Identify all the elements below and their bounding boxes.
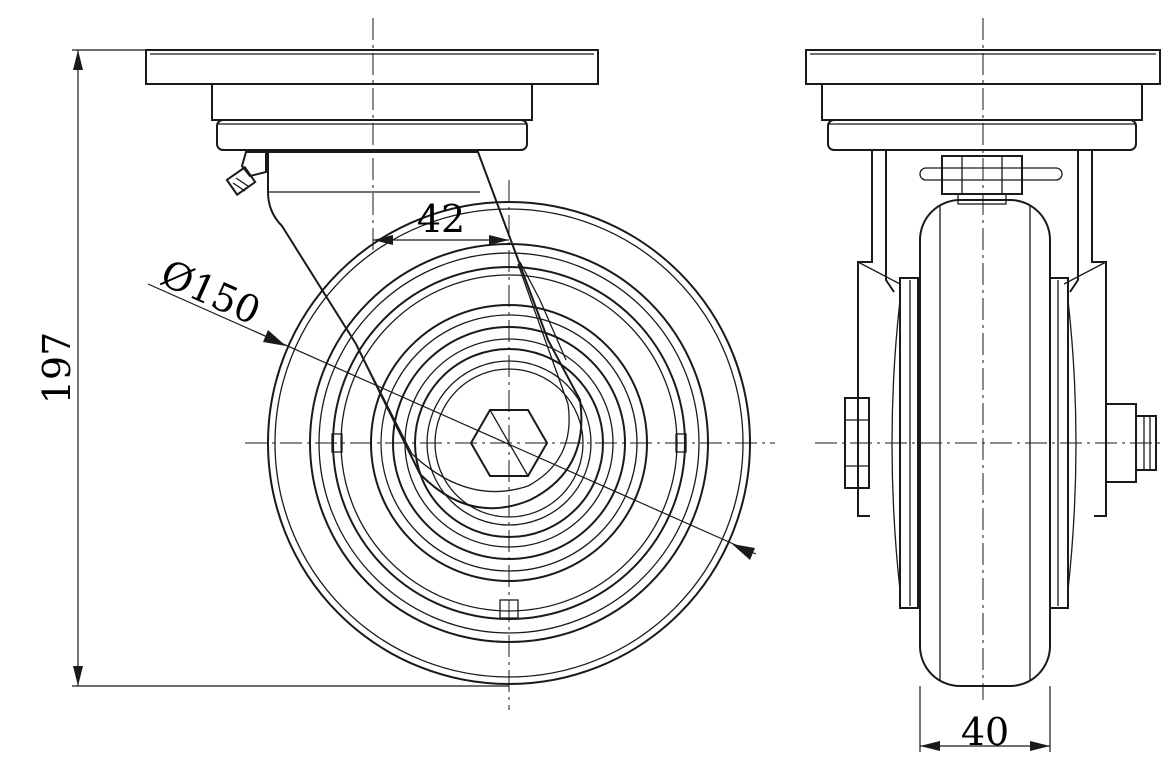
dimension-40-label: 40 (961, 710, 1009, 754)
swivel-housing (211, 83, 533, 121)
dimension-40: 40 (919, 686, 1051, 754)
side-view (145, 18, 775, 710)
fork-front (857, 150, 1107, 517)
dimension-42: 42 (373, 197, 509, 245)
dimension-diameter: Ø150 (147, 251, 757, 560)
top-plate (145, 49, 599, 85)
front-view (805, 18, 1165, 700)
dimension-diameter-label: Ø150 (154, 251, 267, 333)
front-swivel-housing (821, 83, 1143, 121)
front-bearing-race (827, 119, 1137, 151)
dimension-42-label: 42 (417, 197, 465, 241)
grease-nipple (225, 151, 267, 197)
dimension-197-label: 197 (35, 332, 79, 405)
bearing-race (216, 119, 528, 151)
kingpin-nut (941, 155, 1023, 195)
dimension-197: 197 (35, 49, 509, 687)
fork-side (267, 151, 583, 510)
